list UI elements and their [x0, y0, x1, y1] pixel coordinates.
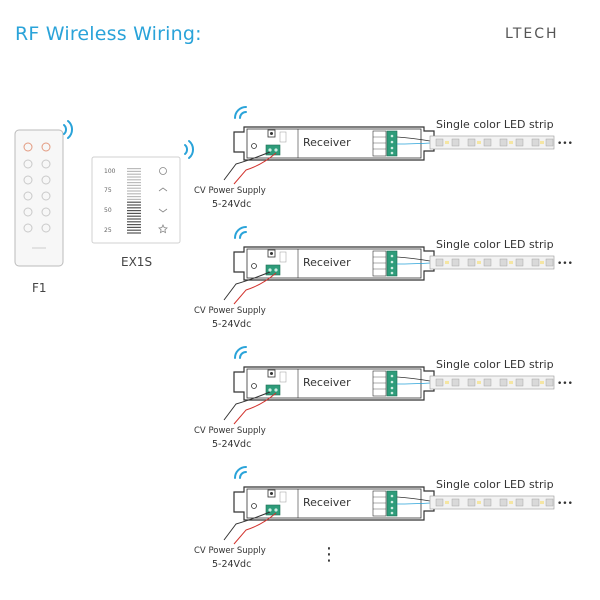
slider-segment — [127, 226, 141, 228]
slider-segment — [127, 168, 141, 170]
slider-segment — [127, 207, 141, 209]
slider-segment — [127, 173, 141, 175]
slider-segment — [127, 215, 141, 217]
slider-segment — [127, 198, 141, 200]
slider-segment — [127, 176, 141, 178]
panel-signal-icon — [184, 140, 195, 159]
slider-segment — [127, 212, 141, 214]
page-title: RF Wireless Wiring: — [15, 23, 202, 45]
strip-continuation: ••• — [557, 259, 573, 269]
strip-continuation: ••• — [557, 499, 573, 509]
star-icon — [158, 224, 168, 234]
receiver-unit-4: Receiver Single color LED strip ••• CV P… — [194, 466, 573, 570]
slider-segment — [127, 221, 141, 223]
more-units-indicator: ⋮ — [320, 544, 338, 565]
slider-segment — [127, 201, 141, 203]
power-label: CV Power Supply — [194, 546, 266, 556]
slider-segment — [127, 204, 141, 206]
strip-label: Single color LED strip — [436, 358, 554, 371]
up-icon — [158, 187, 168, 192]
panel-label: EX1S — [121, 255, 152, 269]
power-label: CV Power Supply — [194, 426, 266, 436]
power-label: CV Power Supply — [194, 306, 266, 316]
power-voltage: 5-24Vdc — [212, 199, 251, 210]
slider-segment — [127, 229, 141, 231]
strip-continuation: ••• — [557, 139, 573, 149]
receiver-label: Receiver — [303, 136, 351, 149]
receiver-label: Receiver — [303, 376, 351, 389]
receiver-unit-1: Receiver Single color LED strip ••• CV P… — [194, 106, 573, 210]
receiver-label: Receiver — [303, 496, 351, 509]
slider-segment — [127, 170, 141, 172]
power-voltage: 5-24Vdc — [212, 439, 251, 450]
slider-segment — [127, 182, 141, 184]
strip-label: Single color LED strip — [436, 118, 554, 131]
brand-logo: LTECH — [505, 26, 559, 42]
receiver-label: Receiver — [303, 256, 351, 269]
panel-level-50: 50 — [104, 207, 112, 214]
slider-segment — [127, 210, 141, 212]
power-label: CV Power Supply — [194, 186, 266, 196]
receiver-unit-2: Receiver Single color LED strip ••• CV P… — [194, 226, 573, 330]
strip-label: Single color LED strip — [436, 238, 554, 251]
panel-level-100: 100 — [104, 168, 116, 175]
ex1s-panel: 100 75 50 25 — [91, 156, 181, 244]
strip-label: Single color LED strip — [436, 478, 554, 491]
remote-signal-icon — [63, 120, 74, 139]
power-icon — [159, 167, 167, 175]
slider-segment — [127, 179, 141, 181]
slider-segment — [127, 232, 141, 234]
receiver-unit-3: Receiver Single color LED strip ••• CV P… — [194, 346, 573, 450]
slider-segment — [127, 224, 141, 226]
slider-segment — [127, 196, 141, 198]
strip-continuation: ••• — [557, 379, 573, 389]
power-voltage: 5-24Vdc — [212, 319, 251, 330]
down-icon — [158, 208, 168, 213]
slider-segment — [127, 187, 141, 189]
panel-level-75: 75 — [104, 187, 112, 194]
panel-level-25: 25 — [104, 227, 112, 234]
slider-segment — [127, 193, 141, 195]
remote-label: F1 — [32, 281, 47, 295]
f1-remote — [14, 129, 64, 267]
slider-segment — [127, 184, 141, 186]
slider-segment — [127, 218, 141, 220]
slider-segment — [127, 190, 141, 192]
power-voltage: 5-24Vdc — [212, 559, 251, 570]
